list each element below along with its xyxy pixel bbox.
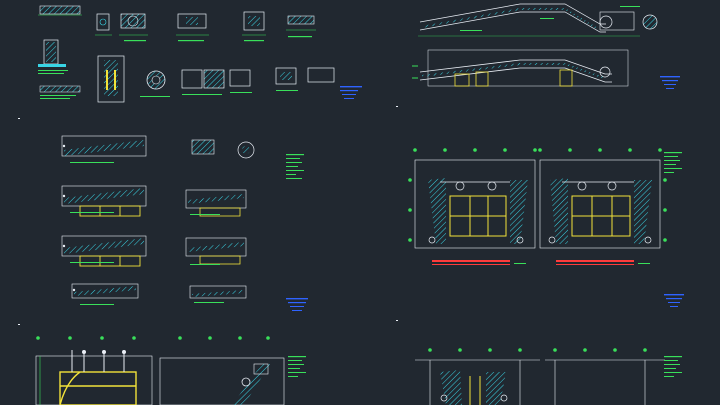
detail-group-bottom-left [35, 336, 306, 405]
detail-group-middle-left [61, 135, 308, 311]
detail-group-top-left [38, 5, 362, 103]
detail-group-top-right [412, 3, 680, 89]
detail-group-bottom-right [415, 348, 682, 405]
detail-group-middle-right [408, 148, 684, 307]
